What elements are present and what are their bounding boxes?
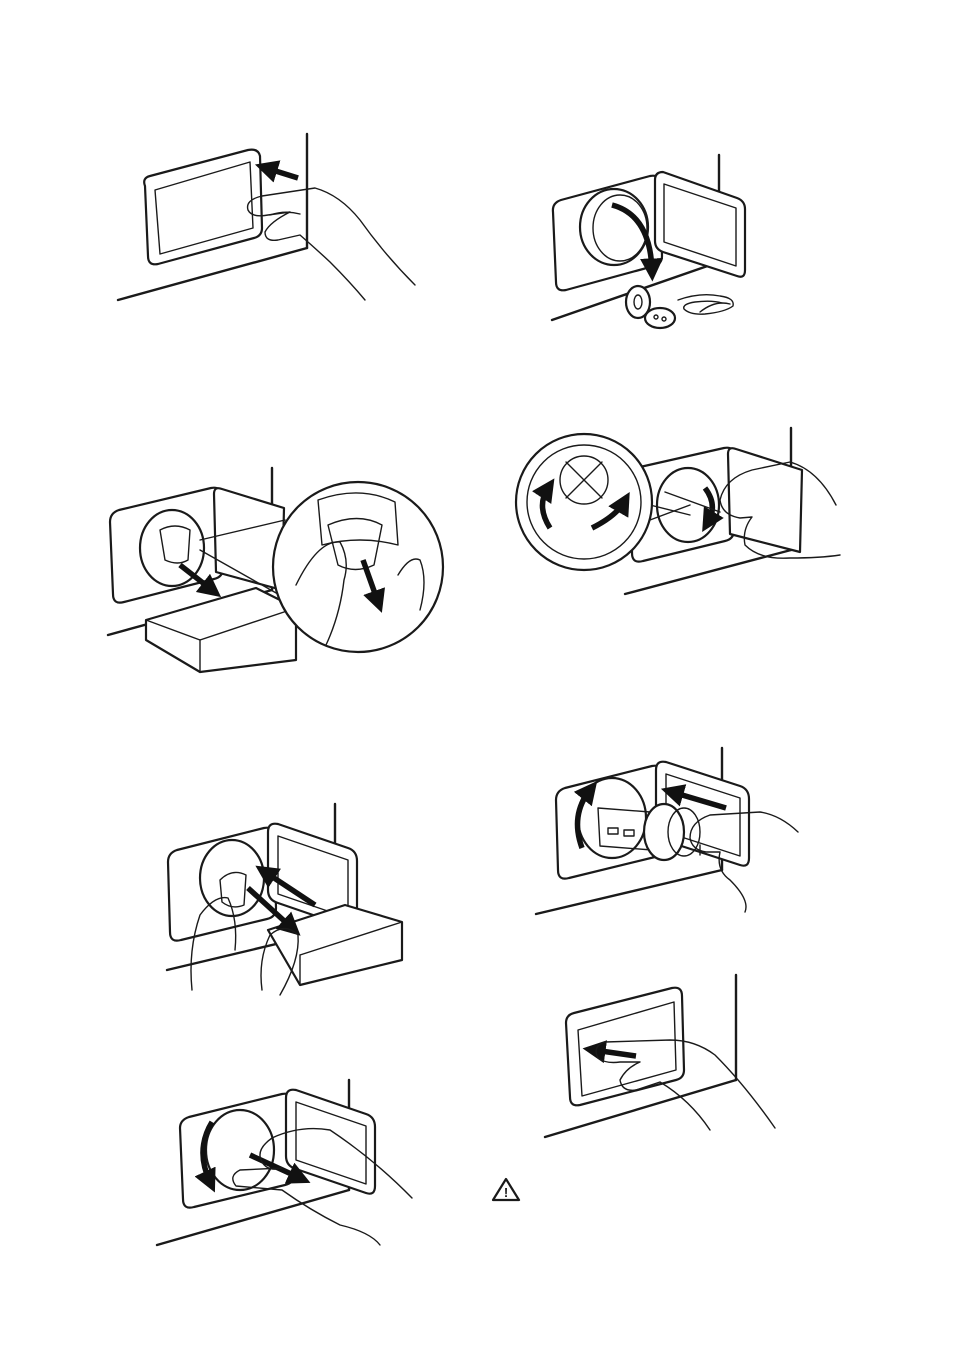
figure-close-emergency-drain — [167, 804, 402, 995]
warning-triangle-icon: ! — [493, 1179, 519, 1200]
warning-glyph: ! — [504, 1185, 508, 1200]
figure-open-flap — [118, 134, 415, 300]
figure-remove-debris — [552, 155, 745, 328]
figure-close-flap — [545, 975, 775, 1137]
figure-insert-filter — [536, 748, 798, 914]
figure-clean-impeller — [516, 428, 840, 594]
figure-drain-water — [108, 468, 443, 672]
figure-unscrew-filter — [157, 1080, 412, 1245]
